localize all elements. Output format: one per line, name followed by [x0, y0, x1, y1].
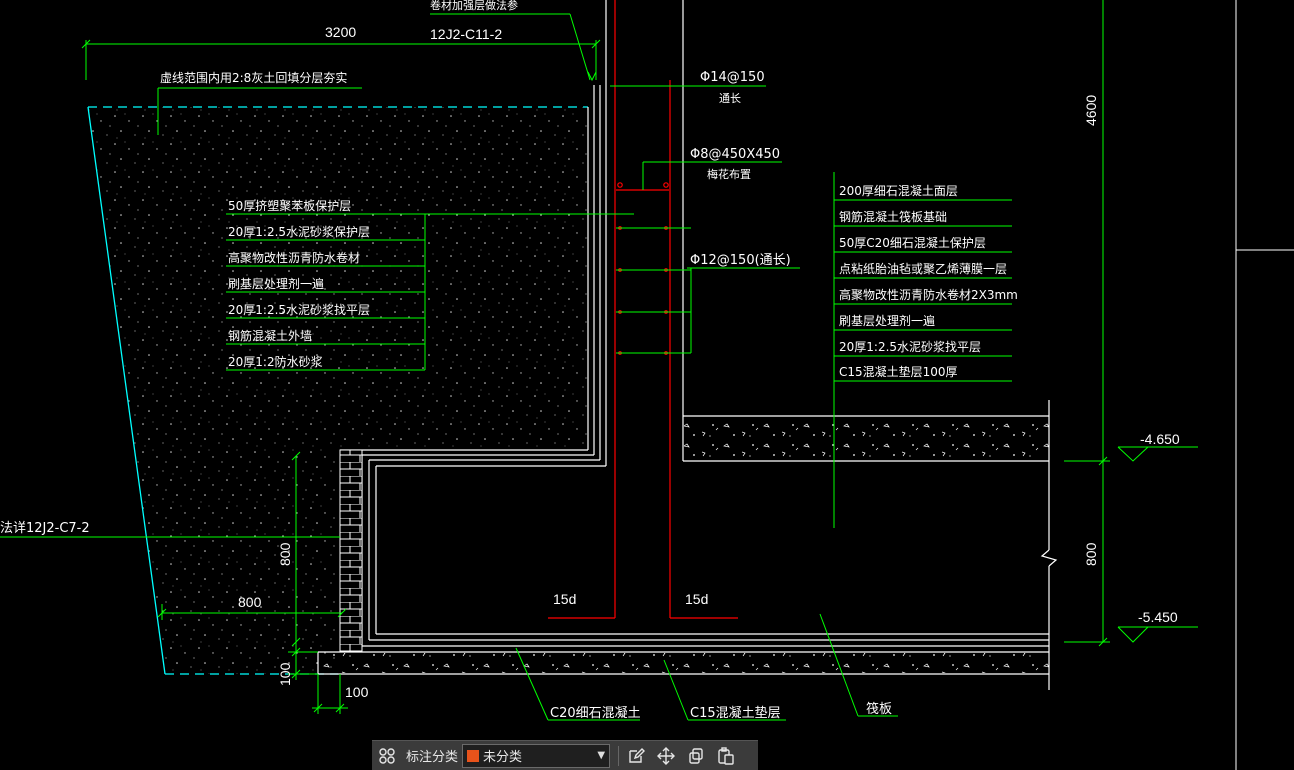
label-joint-partial: 卷材加强层做法参: [430, 0, 518, 12]
label-raft: 筏板: [866, 701, 892, 717]
wall-layer-7: 20厚1:2防水砂浆: [228, 354, 323, 369]
dim-3200: 3200: [325, 24, 356, 40]
label-rebar-14: Φ14@150: [700, 70, 765, 85]
label-15d-right: 15d: [685, 591, 708, 607]
elev-bottom: -5.450: [1138, 609, 1178, 625]
paste-icon[interactable]: [711, 742, 741, 770]
label-15d-left: 15d: [553, 591, 576, 607]
floor-layer-4: 点粘纸胎油毡或聚乙烯薄膜一层: [839, 261, 1007, 276]
wall-outline: [317, 0, 1058, 690]
c15-cushion-layer: [319, 653, 1049, 673]
dim-800-horizontal: 800: [238, 594, 262, 610]
drawing-text: 3200 卷材加强层做法参 12J2-C11-2 虚线范围内用2:8灰土回填分层…: [0, 0, 1180, 721]
backfill-region: [87, 106, 588, 675]
drawing-frame: [1235, 0, 1294, 770]
wall-layer-6: 钢筋混凝土外墙: [228, 328, 312, 343]
dim-800-vertical: 800: [277, 542, 293, 566]
raft-protection-layer: [684, 417, 1049, 460]
category-color-swatch: [467, 749, 480, 762]
dimension-lines: [0, 0, 1198, 721]
brick-wall: [339, 449, 363, 653]
floor-layer-8: C15混凝土垫层100厚: [839, 364, 958, 379]
floor-layer-5: 高聚物改性沥青防水卷材2X3mm: [839, 287, 1018, 302]
wall-layer-5: 20厚1:2.5水泥砂浆找平层: [228, 302, 370, 317]
classify-selected-value: 未分类: [483, 750, 523, 765]
move-icon[interactable]: [651, 742, 681, 770]
dim-4600: 4600: [1083, 95, 1099, 126]
label-ref-c11: 12J2-C11-2: [430, 26, 502, 42]
label-rebar-14-sub: 通长: [719, 92, 741, 105]
classify-dropdown[interactable]: 未分类 ▼: [462, 743, 611, 768]
floor-layer-1: 200厚细石混凝土面层: [839, 183, 958, 198]
label-backfill: 虚线范围内用2:8灰土回填分层夯实: [160, 70, 347, 85]
copy-icon[interactable]: [681, 742, 711, 770]
dim-100-vertical: 100: [277, 662, 293, 686]
floor-layer-7: 20厚1:2.5水泥砂浆找平层: [839, 339, 981, 354]
floor-layer-6: 刷基层处理剂一遍: [839, 313, 935, 328]
wall-layer-4: 刷基层处理剂一遍: [228, 276, 324, 291]
toolbar-divider: [618, 745, 620, 766]
annotation-toolbar: 标注分类 未分类 ▼: [372, 740, 758, 770]
grid-icon[interactable]: [372, 742, 402, 770]
wall-layer-3: 高聚物改性沥青防水卷材: [228, 250, 360, 265]
wall-layer-2: 20厚1:2.5水泥砂浆保护层: [228, 224, 370, 239]
label-ref-c7: 法详12J2-C7-2: [0, 521, 90, 536]
chevron-down-icon: ▼: [597, 750, 606, 761]
label-rebar-8: Φ8@450X450: [690, 147, 780, 162]
label-c15: C15混凝土垫层: [690, 705, 781, 721]
edit-icon[interactable]: [621, 742, 651, 770]
dim-100-horizontal: 100: [345, 684, 369, 700]
elev-top: -4.650: [1140, 431, 1180, 447]
floor-layer-2: 钢筋混凝土筏板基础: [839, 209, 947, 224]
dim-800-right: 800: [1083, 542, 1099, 566]
label-c20: C20细石混凝土: [550, 705, 641, 721]
label-rebar-8-sub: 梅花布置: [707, 167, 751, 181]
floor-layer-3: 50厚C20细石混凝土保护层: [839, 235, 986, 250]
label-rebar-12: Φ12@150(通长): [690, 253, 791, 268]
wall-layer-1: 50厚挤塑聚苯板保护层: [228, 198, 351, 213]
classify-label: 标注分类: [406, 750, 459, 765]
